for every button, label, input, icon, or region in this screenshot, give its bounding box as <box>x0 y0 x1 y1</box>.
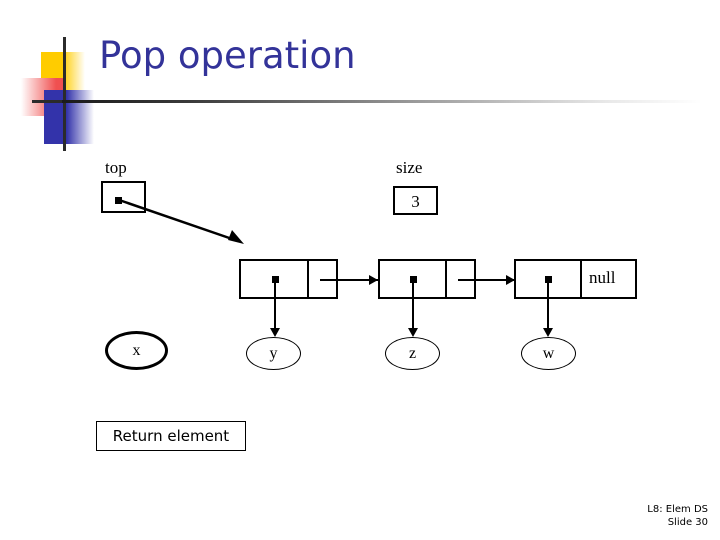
list-node-1-cell-divider <box>307 259 309 299</box>
list-node-3-element-arrowhead <box>543 328 553 337</box>
size-field-box: 3 <box>393 186 438 215</box>
top-pointer-box <box>101 181 146 213</box>
top-pointer-dot <box>115 197 122 204</box>
list-node-3-element-dot <box>545 276 552 283</box>
list-node-2-next-arrow-shaft <box>458 279 514 281</box>
list-node-2-cell-divider <box>445 259 447 299</box>
return-element-callout: Return element <box>96 421 246 451</box>
popped-element-oval-x: x <box>105 331 168 370</box>
list-node-2-element-arrowhead <box>408 328 418 337</box>
element-oval-w: w <box>521 337 576 370</box>
list-node-1-next-arrow-shaft <box>320 279 378 281</box>
element-oval-z: z <box>385 337 440 370</box>
footer-line-2: Slide 30 <box>667 517 708 528</box>
list-node-3-element-arrow-shaft <box>547 280 549 332</box>
list-node-1-next-arrowhead <box>369 275 378 285</box>
decoration-horizontal-line <box>32 100 88 103</box>
title-divider-rule <box>62 100 702 103</box>
list-node-2-element-dot <box>410 276 417 283</box>
size-field-value: 3 <box>411 192 420 211</box>
element-oval-y: y <box>246 337 301 370</box>
list-node-1-element-arrow-shaft <box>274 280 276 332</box>
list-node-3-cell-divider <box>580 259 582 299</box>
decoration-vertical-line <box>63 37 66 151</box>
list-node-2-element-arrow-shaft <box>412 280 414 332</box>
top-pointer-label: top <box>105 158 127 177</box>
size-field-label: size <box>396 158 423 177</box>
decoration-blue-square <box>44 90 94 144</box>
null-pointer-label: null <box>589 268 616 287</box>
list-node-1-element-arrowhead <box>270 328 280 337</box>
page-title: Pop operation <box>99 34 356 77</box>
list-node-1-element-dot <box>272 276 279 283</box>
footer-line-1: L8: Elem DS <box>647 504 708 515</box>
list-node-3 <box>514 259 637 299</box>
list-node-2-next-arrowhead <box>506 275 515 285</box>
